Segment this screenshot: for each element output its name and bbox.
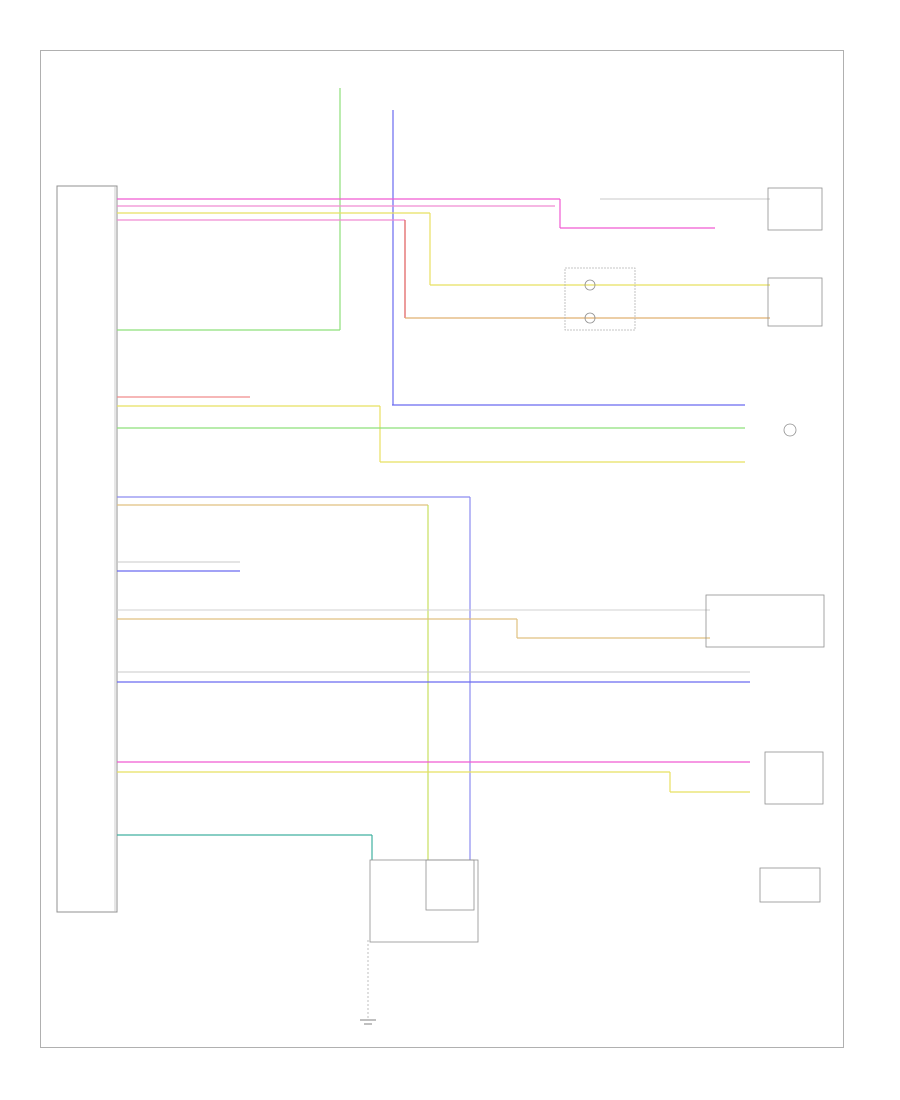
seat-weight-sensor-outline xyxy=(369,859,479,943)
driver-airbag-connector xyxy=(767,277,823,327)
passenger-airbag-outline xyxy=(767,187,823,231)
buckle-switch-outline xyxy=(764,751,824,805)
clockspring-outline xyxy=(564,267,636,331)
occupant-indicator-outline xyxy=(759,867,821,903)
pretensioner-outline xyxy=(705,594,825,648)
warning-lamp-symbol xyxy=(783,423,797,437)
restraints-control-module-outline xyxy=(56,185,118,913)
diagram-frame xyxy=(40,50,844,1048)
